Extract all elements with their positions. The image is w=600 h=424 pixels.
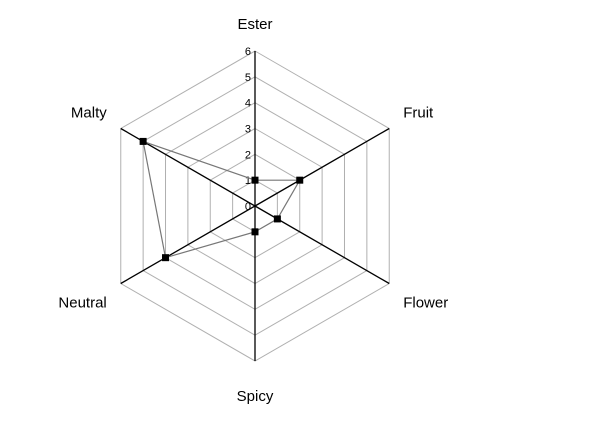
axis-label-ester: Ester [237,16,272,33]
axis-label-flower: Flower [403,295,448,312]
series-layer [139,137,304,262]
axis-line-fruit [254,127,390,207]
tick-label: 1 [245,175,251,187]
axis-label-neutral: Neutral [58,295,106,312]
tick-label: 5 [245,72,251,84]
data-point-flower [273,215,281,223]
tick-label: 2 [245,149,251,161]
axis-label-malty: Malty [71,105,107,122]
axis-label-fruit: Fruit [403,105,434,122]
data-point-fruit [296,176,304,184]
tick-label: 6 [245,46,251,58]
data-point-malty [139,137,147,145]
axis-line-neutral [120,205,256,285]
axis-label-spicy: Spicy [237,388,274,405]
tick-label: 4 [245,98,251,110]
tick-label: 3 [245,124,251,136]
tick-label: 0 [245,201,251,213]
series-line [142,140,301,259]
data-point-spicy [251,228,259,236]
axis-lines [120,51,390,361]
tick-labels: 0 1 2 3 4 5 6 [245,46,251,213]
data-point-ester [251,176,259,184]
data-point-neutral [162,254,170,262]
